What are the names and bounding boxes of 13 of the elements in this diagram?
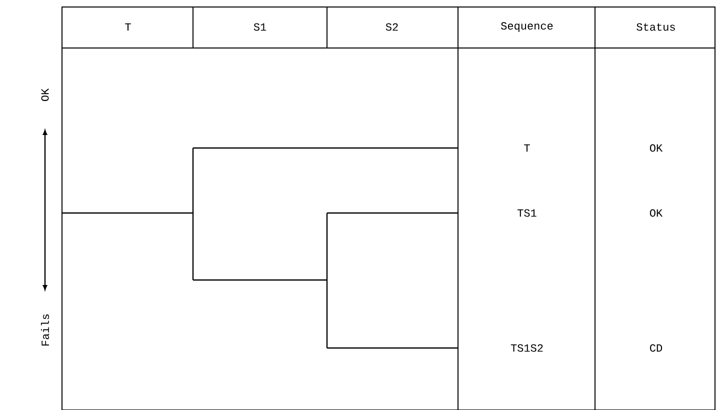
- status-label: CD: [650, 344, 662, 352]
- column-header: Status: [636, 23, 675, 31]
- column-header: T: [125, 23, 131, 31]
- sequence-label: T: [524, 144, 530, 152]
- axis-label: OK: [41, 88, 49, 102]
- axis-label: Fails: [40, 314, 50, 346]
- column-header: S2: [386, 23, 398, 31]
- column-header: Sequence: [501, 22, 553, 32]
- status-label: OK: [650, 144, 663, 152]
- sequence-label: TS1: [518, 209, 536, 217]
- sequence-label: TS1S2: [510, 344, 543, 352]
- column-header: S1: [254, 23, 266, 31]
- status-label: OK: [650, 209, 663, 217]
